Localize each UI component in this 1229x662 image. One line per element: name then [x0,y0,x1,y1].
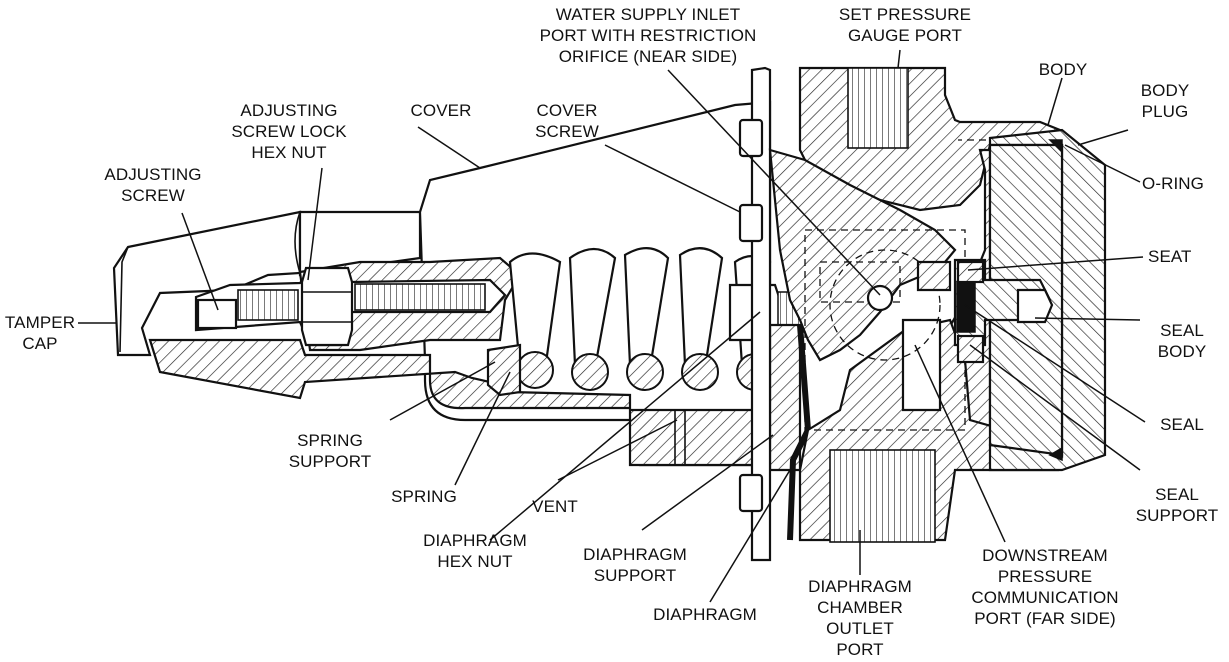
seal-shape [956,281,976,333]
label-tamper-cap: TAMPER CAP [4,313,76,353]
diaphragm-support-shape [768,323,802,472]
label-o-ring: O-RING [1142,174,1204,193]
label-diaphragm: DIAPHRAGM [653,605,757,624]
label-set-pressure-gauge-port: SET PRESSURE GAUGE PORT [838,5,972,45]
spring-support-shape [486,343,522,397]
cover-screw-head-bottom [738,473,764,513]
downstream-channel [901,318,942,412]
label-downstream-port: DOWNSTREAM PRESSURE COMMUNICATION PORT (… [971,546,1119,628]
label-seal-support: SEAL SUPPORT [1135,485,1219,525]
leader-lines [78,49,1146,603]
cover-screw-head-top [738,118,764,158]
label-body: BODY [1038,60,1088,79]
label-adjusting-screw-lock-hex-nut: ADJUSTING SCREW LOCK HEX NUT [231,101,347,162]
seat-shape [916,260,952,292]
seal-support-shape [956,334,985,364]
body-shape [768,148,957,362]
seat-small-shape [956,260,985,284]
label-seat: SEAT [1148,247,1192,266]
label-adjusting-screw: ADJUSTING SCREW [104,165,202,205]
label-diaphragm-chamber-outlet: DIAPHRAGM CHAMBER OUTLET PORT [808,577,912,659]
o-ring-shape [1048,139,1063,154]
cap-lower-section [148,338,632,410]
label-seal: SEAL [1160,415,1204,434]
diaphragm-shape [787,324,812,541]
label-body-plug: BODY PLUG [1140,81,1190,121]
label-diaphragm-hex-nut: DIAPHRAGM HEX NUT [423,531,527,571]
cover-screw-head [738,203,764,243]
label-water-supply-inlet: WATER SUPPLY INLET PORT WITH RESTRICTION… [539,5,757,66]
orifice-circle [866,284,894,312]
vent-block-shape [628,408,762,467]
label-spring-support: SPRING SUPPORT [288,431,372,471]
label-seal-body: SEAL BODY [1157,321,1207,361]
adjusting-screw-head [196,298,238,330]
label-cover: COVER [410,101,472,120]
label-cover-screw: COVER SCREW [535,101,599,141]
label-vent: VENT [532,497,578,516]
label-diaphragm-support: DIAPHRAGM SUPPORT [583,545,687,585]
lock-hex-nut-shape [300,266,354,347]
label-spring: SPRING [391,487,457,506]
